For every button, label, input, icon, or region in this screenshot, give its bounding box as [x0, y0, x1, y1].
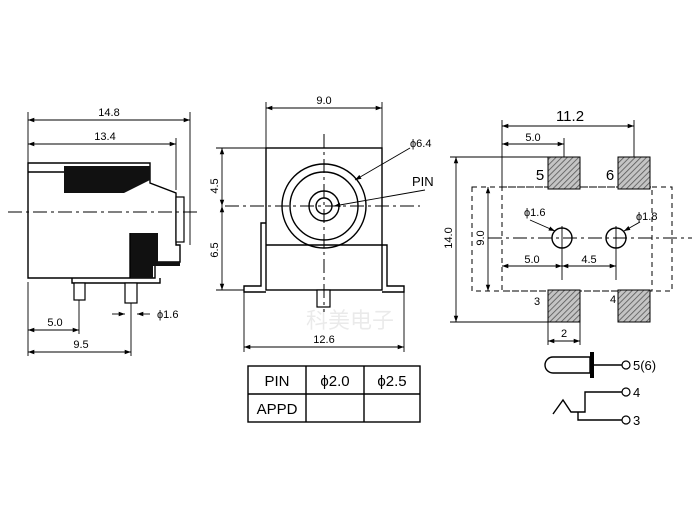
side-view: 14.8 13.4 5.0 9.5 ϕ1.6 — [8, 107, 200, 356]
side-pin-right — [124, 282, 138, 304]
schematic-label-5-6: 5(6) — [633, 358, 656, 373]
side-pin-left — [73, 282, 86, 301]
front-tab-left — [243, 222, 266, 293]
pad-5 — [547, 156, 581, 190]
watermark: 科美电子 — [306, 308, 394, 333]
pin-label: PIN — [412, 174, 434, 189]
dim-hole-x1: 5.0 — [524, 254, 539, 266]
pad-4 — [617, 289, 651, 323]
schematic-terminal-5 — [621, 360, 631, 370]
front-tab-right — [382, 244, 405, 293]
dim-front-upper: 4.5 — [209, 178, 221, 193]
dim-body-length: 13.4 — [94, 131, 115, 143]
dim-pin-spacing: 9.5 — [73, 339, 88, 351]
leader-hole-left — [529, 219, 556, 232]
table-row-label: APPD — [257, 401, 298, 418]
pad-label-5: 5 — [536, 167, 544, 184]
dim-hole-x2: 4.5 — [581, 254, 596, 266]
dim-pad-width: 2 — [561, 328, 567, 340]
dim-front-lower: 6.5 — [209, 242, 221, 257]
dim-footprint-height: 14.0 — [443, 227, 455, 248]
table-header-20: ϕ2.0 — [320, 373, 349, 390]
table-header-pin: PIN — [264, 373, 289, 390]
pad-3 — [547, 289, 581, 323]
schematic-wire-4 — [552, 391, 622, 415]
pad-6 — [617, 156, 651, 190]
leader-bore — [354, 147, 411, 181]
dim-pin-offset: 5.0 — [47, 317, 62, 329]
side-flange — [175, 196, 185, 243]
dim-pin-diameter: ϕ1.6 — [157, 309, 178, 321]
leader-pin — [333, 189, 426, 208]
dim-bore-diameter: ϕ6.4 — [410, 138, 431, 150]
jack-schematic: 5(6) 4 3 — [544, 352, 656, 428]
schematic-wire-3 — [577, 412, 622, 421]
front-view: 9.0 4.5 6.5 12.6 ϕ6.4 PIN — [209, 95, 434, 352]
pad-label-6: 6 — [606, 167, 614, 184]
table-header-25: ϕ2.5 — [377, 373, 406, 390]
side-lower-block — [130, 233, 180, 278]
schematic-label-4: 4 — [633, 385, 640, 400]
footprint-inner-outline — [501, 186, 653, 292]
dim-front-width: 9.0 — [316, 95, 331, 107]
dim-front-base: 12.6 — [313, 334, 334, 346]
dim-overall-length: 14.8 — [98, 107, 119, 119]
side-base — [71, 278, 161, 284]
schematic-terminal-4 — [621, 387, 631, 397]
side-recess — [64, 166, 150, 193]
hole-left-diameter: ϕ1.6 — [524, 207, 545, 219]
leader-hole-right — [623, 221, 641, 232]
dim-footprint-inner-height: 9.0 — [475, 230, 487, 245]
schematic-label-3: 3 — [633, 413, 640, 428]
pad-label-3: 3 — [534, 296, 540, 308]
schematic-pin-base — [590, 352, 594, 378]
pin-table: PIN ϕ2.0 ϕ2.5 APPD — [247, 365, 421, 423]
schematic-pin-symbol — [544, 356, 591, 374]
schematic-terminal-3 — [621, 415, 631, 425]
hole-right-diameter: ϕ1.8 — [636, 211, 657, 223]
dim-pad-span: 11.2 — [556, 108, 584, 125]
pcb-footprint: 5 6 3 4 ϕ1.6 ϕ1.8 11.2 5.0 14.0 9.0 5.0 — [443, 108, 692, 345]
dim-pad-offset: 5.0 — [525, 132, 540, 144]
pad-label-4: 4 — [610, 294, 616, 306]
